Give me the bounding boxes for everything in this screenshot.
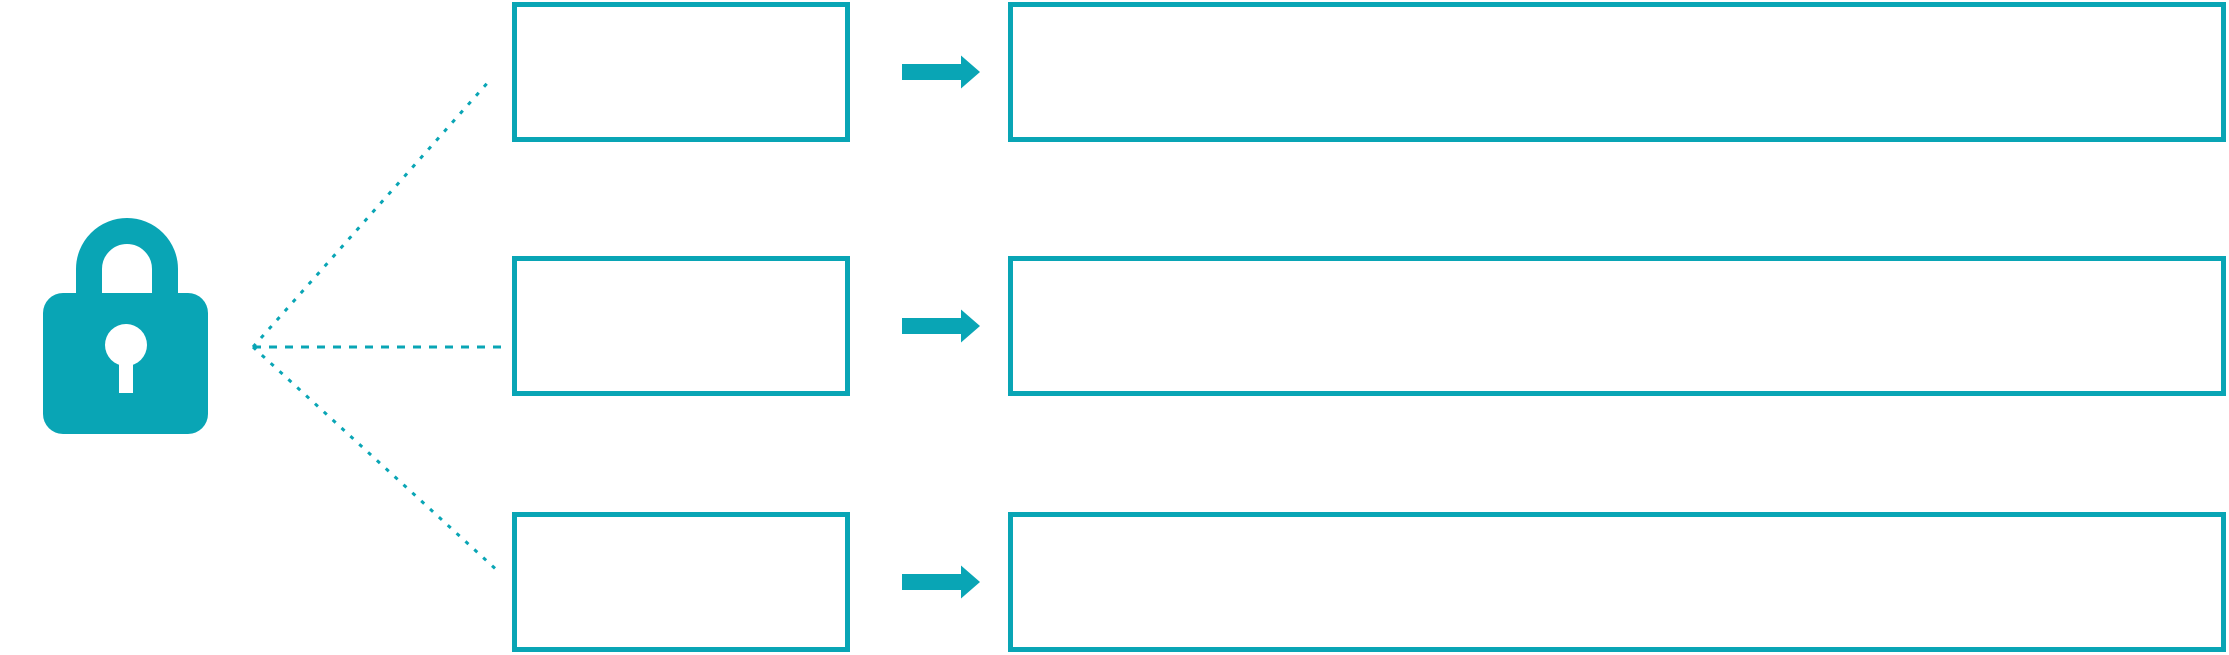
row-2-source-box [512,256,850,396]
arrow-right-shape [902,309,980,343]
lock-shackle [76,218,178,303]
keyhole-stem [119,345,133,393]
connector-line-bottom [251,345,502,575]
arrow-right-icon [902,309,980,343]
row-1-source-box [512,2,850,142]
row-3-target-box [1008,512,2226,652]
arrow-right-shape [902,55,980,89]
arrow-right-shape [902,565,980,599]
row-1-target-box [1008,2,2226,142]
row-3-source-box [512,512,850,652]
lock-icon [43,218,208,434]
arrow-right-icon [902,565,980,599]
arrow-right-icon [902,55,980,89]
connector-line-top [251,79,492,348]
row-2-target-box [1008,256,2226,396]
